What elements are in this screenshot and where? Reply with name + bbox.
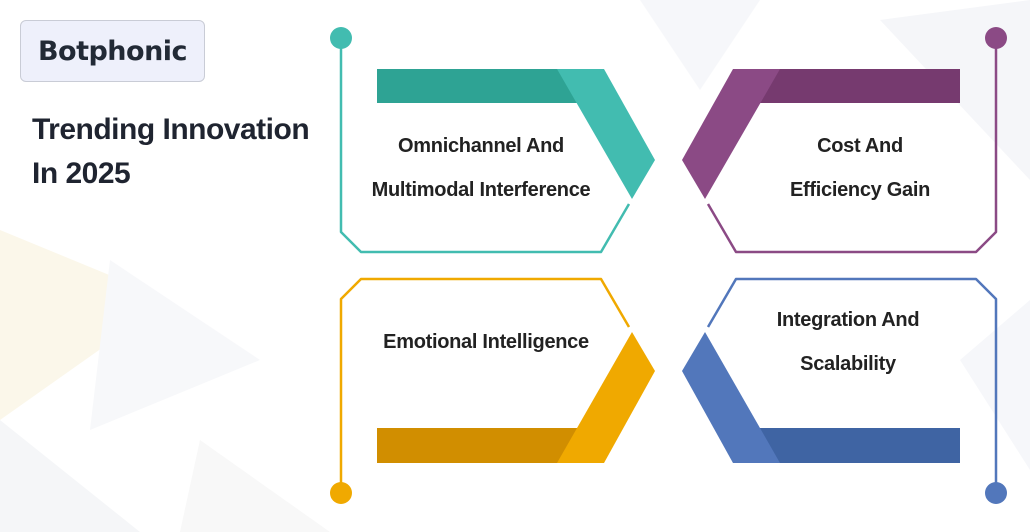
card-label-integration: Integration And Scalability [738, 298, 958, 386]
card-amber-dot [330, 482, 352, 504]
page-title-line-2: In 2025 [32, 157, 131, 190]
card-blue-shape [682, 277, 1007, 504]
card-teal-band [377, 69, 604, 103]
card-teal-outline [339, 38, 631, 254]
card-label-integration-line-2: Scalability [800, 353, 896, 375]
card-blue-dot [985, 482, 1007, 504]
card-amber-band [377, 428, 604, 463]
card-label-omnichannel: Omnichannel And Multimodal Interference [356, 124, 606, 212]
card-purple-chevron [682, 69, 780, 199]
card-label-cost-line-2: Efficiency Gain [790, 179, 930, 201]
card-teal-shape [330, 27, 655, 254]
card-purple-dot [985, 27, 1007, 49]
card-label-omnichannel-line-1: Omnichannel And [398, 135, 564, 157]
card-label-cost-line-1: Cost And [817, 135, 903, 157]
card-amber-outline [339, 277, 631, 493]
card-teal-chevron [557, 69, 655, 199]
card-purple-shape [682, 27, 1007, 254]
card-amber-shape [330, 277, 655, 504]
page-title: Trending Innovation In 2025 [32, 108, 322, 196]
card-label-omnichannel-line-2: Multimodal Interference [371, 179, 591, 201]
card-label-emotional-line-1: Emotional Intelligence [383, 331, 589, 353]
card-label-emotional: Emotional Intelligence [356, 320, 616, 364]
card-blue-band [733, 428, 960, 463]
card-amber-chevron [557, 332, 655, 463]
card-purple-outline [706, 38, 998, 254]
card-teal-dot [330, 27, 352, 49]
brand-name: Botphonic [37, 35, 188, 67]
brand-logo: Botphonic [20, 20, 205, 82]
card-label-cost: Cost And Efficiency Gain [750, 124, 970, 212]
card-blue-chevron [682, 332, 780, 463]
card-label-integration-line-1: Integration And [776, 309, 920, 331]
card-purple-band [733, 69, 960, 103]
card-blue-outline [706, 277, 998, 493]
page-title-line-1: Trending Innovation [32, 113, 310, 146]
